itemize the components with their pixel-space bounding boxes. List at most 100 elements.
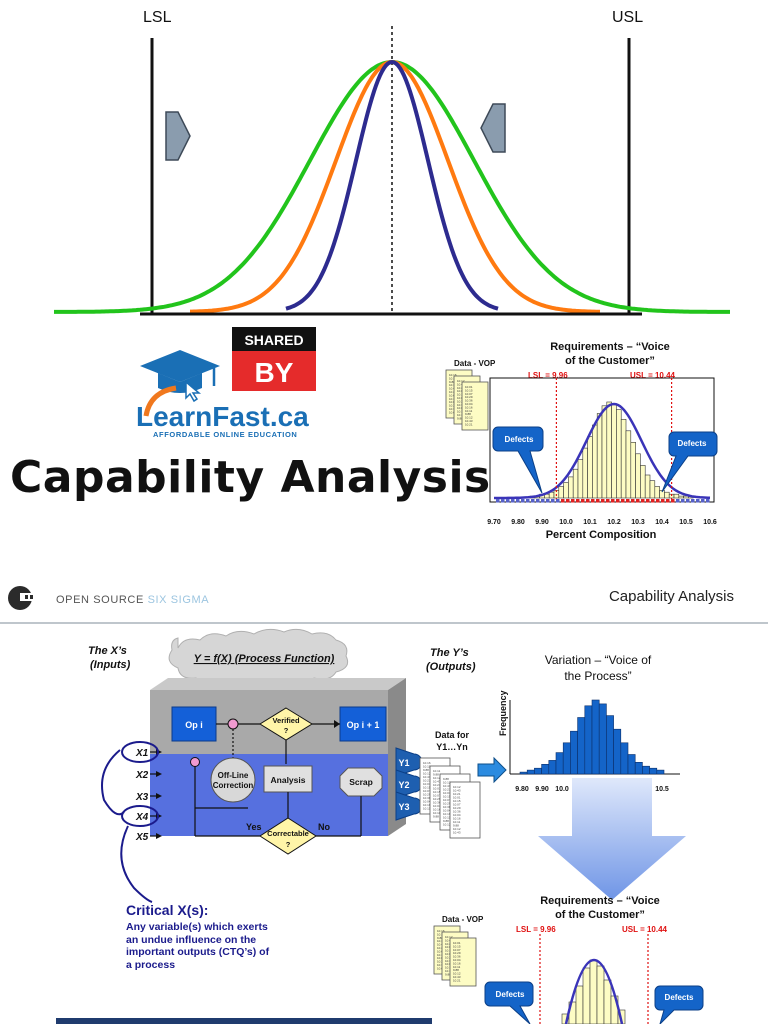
data-sheet-value: 10.43 bbox=[453, 831, 461, 835]
vop-bar bbox=[656, 769, 665, 775]
voc-tick-label: 10.4 bbox=[655, 519, 669, 526]
data-sheet-value: 10.12 bbox=[445, 935, 453, 939]
voc2-data-label: Data - VOP bbox=[442, 915, 484, 924]
right-defects-callout: Defects bbox=[661, 431, 718, 493]
data-sheet-value: 10.15 bbox=[433, 790, 441, 794]
vop-bar bbox=[570, 730, 578, 775]
no-label: No bbox=[318, 822, 330, 832]
voc-data-dot bbox=[606, 499, 610, 503]
voc-data-dot bbox=[616, 499, 620, 503]
data-for-sub: Y1…Yn bbox=[436, 742, 468, 752]
data-sheet-value: 10.04 bbox=[465, 402, 473, 406]
data-sheet-value: 9.88 bbox=[423, 768, 429, 772]
critical-xs-note: Critical X(s): Any variable(s) which exe… bbox=[126, 902, 276, 971]
y-output-label: Y2 bbox=[398, 780, 409, 790]
voc-data-dot bbox=[546, 499, 550, 503]
voc-data-dot bbox=[686, 499, 690, 503]
voc2-fit-curve bbox=[564, 958, 624, 1024]
data-sheet-value: 10.29 bbox=[453, 951, 461, 955]
data-sheet-value: 10.16 bbox=[423, 761, 431, 765]
vop-bar bbox=[598, 703, 607, 775]
scrap-box bbox=[339, 767, 383, 797]
data-sheet-value: 10.43 bbox=[465, 419, 473, 423]
data-sheet-value: 10.07 bbox=[445, 952, 453, 956]
function-cloud bbox=[168, 628, 349, 687]
data-sheet-value: 10.11 bbox=[433, 811, 441, 815]
offline-correction-node bbox=[210, 757, 256, 803]
data-sheet-value: 10.12 bbox=[453, 972, 461, 976]
data-sheet-value: 9.88 bbox=[453, 824, 459, 828]
data-sheet-value: 10.11 bbox=[453, 965, 461, 969]
vop-bar bbox=[526, 769, 535, 775]
voc-tick-label: 10.0 bbox=[559, 519, 573, 526]
data-sheet-value: 10.04 bbox=[453, 813, 461, 817]
data-sheet-value: 10.04 bbox=[457, 406, 465, 410]
data-sheet-value: 10.07 bbox=[465, 392, 473, 396]
data-sheet-value: 10.07 bbox=[453, 803, 461, 807]
verified-q: ? bbox=[284, 726, 289, 735]
vop-bar bbox=[620, 742, 629, 775]
data-sheet-value: 10.16 bbox=[445, 966, 453, 970]
scrap-label: Scrap bbox=[349, 777, 373, 787]
data-sheet-value: 10.29 bbox=[437, 960, 445, 964]
data-sheet-value: 10.12 bbox=[423, 772, 431, 776]
op-i1-label: Op i + 1 bbox=[347, 720, 380, 730]
voc-data-dot bbox=[511, 499, 515, 503]
data-sheet-value: 10.12 bbox=[449, 383, 457, 387]
offline-label-2: Correction bbox=[213, 781, 254, 790]
logo-tagline: AFFORDABLE ONLINE EDUCATION bbox=[153, 430, 297, 439]
data-sheet-value: 10.36 bbox=[457, 403, 465, 407]
voc-lsl-label: LSL = 9.96 bbox=[528, 371, 568, 380]
data-sheet-value: 10.07 bbox=[433, 794, 441, 798]
data-sheet-value: 10.36 bbox=[445, 959, 453, 963]
voc-data-dot bbox=[506, 499, 510, 503]
bottom-band bbox=[56, 1018, 432, 1024]
voc-data-dot bbox=[626, 499, 630, 503]
data-sheet-value: 10.04 bbox=[443, 809, 451, 813]
voc-data-dot bbox=[701, 499, 705, 503]
data-sheet-value: 10.21 bbox=[445, 942, 453, 946]
data-sheet-value: 10.21 bbox=[449, 390, 457, 394]
data-sheet-value: 10.36 bbox=[433, 801, 441, 805]
data-sheet bbox=[449, 781, 481, 839]
analysis-label: Analysis bbox=[271, 775, 306, 785]
voc2-left-defects-callout: Defects bbox=[484, 981, 534, 1024]
open-source-six-sigma-logo-icon bbox=[8, 586, 34, 610]
data-sheet-value: 10.36 bbox=[443, 805, 451, 809]
data-sheet-value: 10.43 bbox=[449, 387, 457, 391]
voc-data-dot bbox=[671, 499, 675, 503]
voc-tick-label: 10.1 bbox=[583, 519, 597, 526]
data-sheet-value: 10.07 bbox=[443, 798, 451, 802]
vop-bar bbox=[562, 742, 571, 775]
data-sheet-value: 10.12 bbox=[457, 379, 465, 383]
data-sheet-value: 10.12 bbox=[433, 776, 441, 780]
vop-bar bbox=[577, 717, 586, 775]
data-sheet-value: 9.88 bbox=[437, 936, 443, 940]
data-sheet-value: 10.16 bbox=[433, 808, 441, 812]
vop-title-1: Variation – “Voice of bbox=[545, 653, 652, 667]
data-sheet bbox=[449, 937, 477, 987]
voc-tick-label: 9.90 bbox=[535, 519, 549, 526]
voc-data-dot bbox=[586, 499, 590, 503]
data-sheet-value: 10.15 bbox=[443, 795, 451, 799]
data-sheet-value: 10.01 bbox=[437, 949, 445, 953]
critical-description: Any variable(s) which exerts an undue in… bbox=[126, 921, 270, 971]
data-sheet-value: 10.21 bbox=[453, 978, 461, 982]
voc-fit-curve bbox=[494, 402, 711, 500]
voc-data-dot bbox=[631, 499, 635, 503]
voc-data-dot bbox=[646, 499, 650, 503]
data-sheet-value: 10.15 bbox=[453, 799, 461, 803]
data-sheet-value: 10.12 bbox=[465, 416, 473, 420]
critical-x-highlight bbox=[121, 805, 159, 827]
data-sheet-value: 10.21 bbox=[433, 783, 441, 787]
data-sheet-value: 10.21 bbox=[453, 792, 461, 796]
data-sheet-value: 10.36 bbox=[437, 963, 445, 967]
voc2-bar bbox=[603, 979, 612, 1024]
voc2-title-1: Requirements – “Voice bbox=[540, 895, 660, 907]
data-sheet-value: 10.43 bbox=[453, 789, 461, 793]
data-sheet-value: 10.43 bbox=[457, 382, 465, 386]
data-sheet-value: 10.11 bbox=[465, 409, 473, 413]
x-input-label: X5 bbox=[135, 832, 149, 843]
data-sheet-value: 10.36 bbox=[449, 407, 457, 411]
